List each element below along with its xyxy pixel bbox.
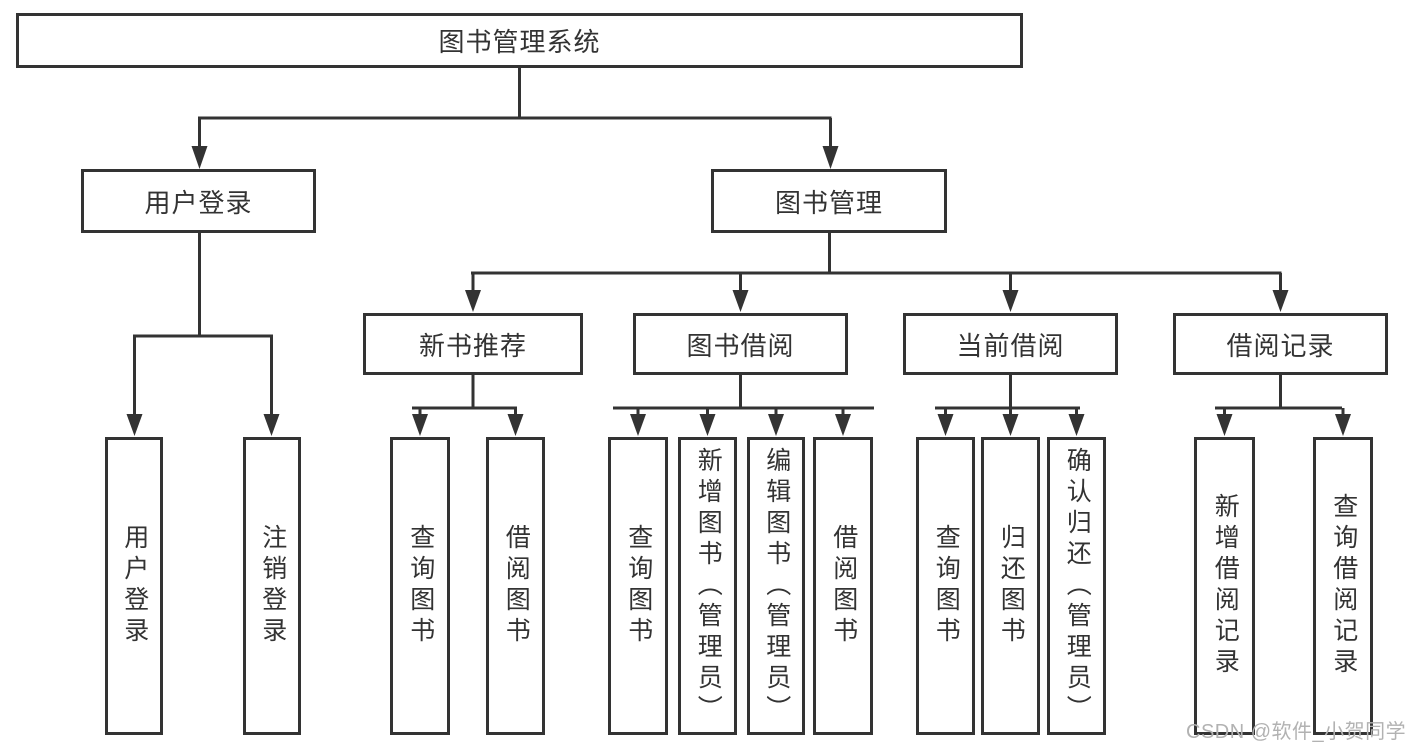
connector-book-management-children — [465, 233, 1289, 312]
node-book-management-label: 图书管理 — [774, 187, 883, 218]
leaf-borrow-books-recommend: 借阅图书 — [486, 437, 545, 735]
leaf-borrow-books: 借阅图书 — [813, 437, 873, 735]
node-borrow-records: 借阅记录 — [1173, 313, 1388, 375]
arrowhead-down-icon — [1002, 290, 1019, 312]
node-user-login: 用户登录 — [81, 169, 316, 233]
connector-line — [613, 375, 874, 416]
arrowhead-down-icon — [1002, 414, 1019, 436]
connector-line — [1215, 375, 1345, 416]
arrowhead-down-icon — [1216, 414, 1233, 436]
node-new-book-recommend: 新书推荐 — [363, 313, 583, 375]
csdn-watermark: CSDN @软件_小贺同学 — [1186, 721, 1405, 743]
arrowhead-down-icon — [1272, 290, 1289, 312]
leaf-confirm-return-admin-label: 确认归还（管理员） — [1063, 446, 1092, 726]
node-borrow-records-label: 借阅记录 — [1226, 330, 1335, 361]
connector-line — [935, 375, 1080, 416]
connector-line — [198, 68, 832, 148]
arrowhead-down-icon — [1068, 414, 1085, 436]
node-root: 图书管理系统 — [16, 13, 1023, 68]
arrowhead-down-icon — [412, 414, 428, 436]
node-new-book-recommend-label: 新书推荐 — [418, 330, 527, 361]
arrowhead-down-icon — [263, 414, 280, 436]
leaf-query-borrow-record: 查询借阅记录 — [1313, 437, 1373, 735]
leaf-logout-label: 注销登录 — [258, 524, 287, 648]
arrowhead-down-icon — [507, 414, 524, 436]
connector-borrow-records-children — [1215, 375, 1351, 436]
leaf-add-borrow-record-label: 新增借阅记录 — [1211, 493, 1240, 679]
arrowhead-down-icon — [630, 414, 646, 436]
connector-new-book-recommend-children — [412, 375, 524, 436]
leaf-borrow-books-recommend-label: 借阅图书 — [502, 524, 531, 648]
leaf-user-login: 用户登录 — [105, 437, 163, 735]
leaf-query-borrow-record-label: 查询借阅记录 — [1329, 493, 1358, 679]
connector-line — [133, 233, 273, 416]
arrowhead-down-icon — [465, 290, 481, 312]
arrowhead-down-icon — [768, 414, 784, 436]
connector-user-login-children — [126, 233, 280, 436]
arrowhead-down-icon — [732, 290, 749, 312]
connector-line — [471, 233, 1282, 292]
node-current-borrow: 当前借阅 — [903, 313, 1118, 375]
leaf-add-book-admin-label: 新增图书（管理员） — [694, 446, 723, 726]
node-current-borrow-label: 当前借阅 — [956, 330, 1065, 361]
node-user-login-label: 用户登录 — [144, 187, 253, 218]
leaf-query-books-current: 查询图书 — [916, 437, 975, 735]
leaf-return-book-label: 归还图书 — [997, 524, 1026, 648]
leaf-confirm-return-admin: 确认归还（管理员） — [1047, 437, 1106, 735]
leaf-logout: 注销登录 — [243, 437, 301, 735]
connector-root-to-level2 — [191, 68, 839, 169]
leaf-query-books-borrow-label: 查询图书 — [624, 524, 653, 648]
leaf-query-books-recommend-label: 查询图书 — [406, 524, 435, 648]
arrowhead-down-icon — [1335, 414, 1351, 436]
leaf-add-book-admin: 新增图书（管理员） — [678, 437, 737, 735]
node-root-label: 图书管理系统 — [438, 27, 601, 57]
leaf-return-book: 归还图书 — [981, 437, 1040, 735]
leaf-query-books-current-label: 查询图书 — [932, 524, 961, 648]
connector-current-borrow-children — [935, 375, 1085, 436]
leaf-query-books-borrow: 查询图书 — [608, 437, 668, 735]
arrowhead-down-icon — [699, 414, 716, 436]
arrowhead-down-icon — [835, 414, 851, 436]
leaf-edit-book-admin: 编辑图书（管理员） — [747, 437, 805, 735]
arrowhead-down-icon — [937, 414, 954, 436]
arrowhead-down-icon — [126, 414, 143, 436]
leaf-borrow-books-label: 借阅图书 — [829, 524, 858, 648]
leaf-edit-book-admin-label: 编辑图书（管理员） — [762, 446, 791, 726]
node-book-management: 图书管理 — [711, 169, 947, 233]
connector-book-borrow-children — [613, 375, 874, 436]
node-book-borrow-label: 图书借阅 — [686, 330, 795, 361]
leaf-add-borrow-record: 新增借阅记录 — [1194, 437, 1255, 735]
arrowhead-down-icon — [822, 146, 839, 169]
leaf-query-books-recommend: 查询图书 — [390, 437, 450, 735]
leaf-user-login-label: 用户登录 — [120, 524, 149, 648]
node-book-borrow: 图书借阅 — [633, 313, 848, 375]
arrowhead-down-icon — [191, 146, 208, 169]
connector-line — [412, 375, 517, 416]
